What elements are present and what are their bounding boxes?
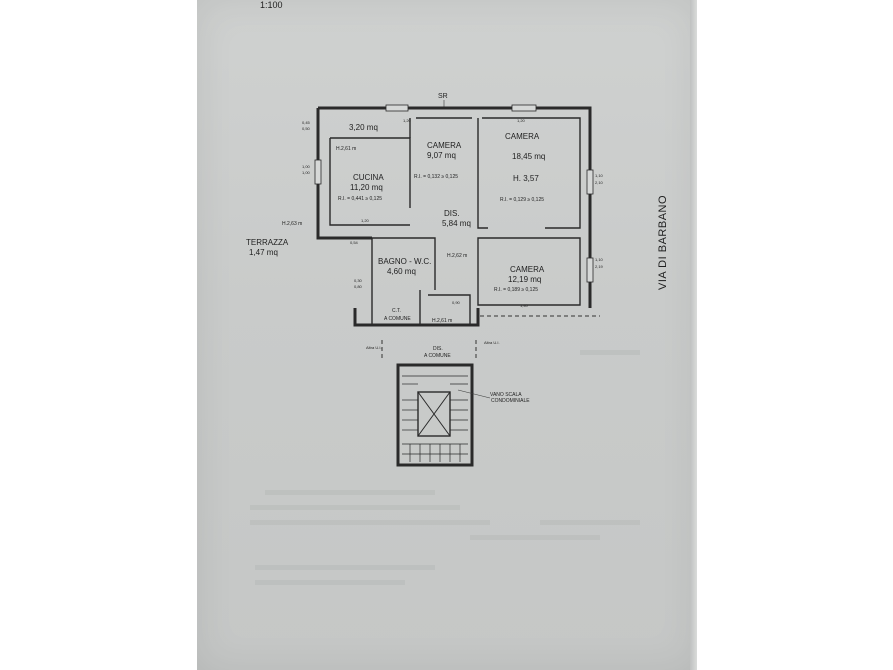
bagno-name: BAGNO - W.C.	[378, 257, 431, 266]
terrazza-height: H.2,63 m	[282, 221, 302, 227]
dim-045: 0,45	[302, 120, 311, 125]
bleed-through-text	[250, 350, 640, 585]
stair-core	[417, 391, 451, 437]
lower-outer-wall	[353, 308, 480, 327]
cucina-name: CUCINA	[353, 173, 384, 182]
dim-054: 0,54	[350, 240, 359, 245]
dim-110: 1,10	[595, 173, 604, 178]
top-wall-dim: 3,20 mq	[349, 123, 378, 132]
dim-100: 1,00	[302, 164, 311, 169]
window-right-1	[586, 169, 594, 195]
dim-090: 0,90	[452, 300, 461, 305]
camera-right-ri: R.I. = 0,189 ≥ 0,125	[494, 287, 538, 293]
altra-ui-left: Altra U.I.	[366, 345, 382, 350]
stair-steps	[402, 375, 468, 462]
window-right-2	[586, 257, 594, 283]
dis-area: 5,84 mq	[442, 219, 471, 228]
bagno-area: 4,60 mq	[387, 267, 416, 276]
ct-height: H.2,61 m	[432, 318, 452, 324]
camera-large-ri: R.I. = 0,129 ≥ 0,125	[500, 197, 544, 203]
outer-wall-top-right	[318, 106, 592, 308]
dim-120: 1,20	[403, 118, 412, 123]
ct-sub: A COMUNE	[384, 316, 411, 322]
dim-050: 0,50	[302, 126, 311, 131]
altra-ui-right: Altra U.I.	[484, 340, 500, 345]
window-top-1	[385, 104, 409, 112]
vano-leader	[457, 389, 491, 399]
terrazza-area: 1,47 mq	[249, 248, 278, 257]
vano-scala-line2: CONDOMINIALE	[491, 398, 530, 404]
cucina-area: 11,20 mq	[350, 183, 383, 192]
dim-110b: 1,10	[595, 257, 604, 262]
camera-large-name: CAMERA	[505, 132, 540, 141]
street-label: VIA DI BARBANO	[657, 195, 669, 290]
paper-edge	[690, 0, 697, 670]
bagno-wall	[372, 237, 436, 290]
dim-100b: 1,00	[302, 170, 311, 175]
dis-comune-name: DIS.	[433, 346, 443, 352]
stairwell-outline	[396, 363, 474, 467]
dis-name: DIS.	[444, 209, 460, 218]
terrazza-name: TERRAZZA	[246, 238, 289, 247]
dim-140: 1,40	[520, 303, 529, 308]
dim-080: 0,80	[354, 284, 363, 289]
vano-scala-line1: VANO SCALA	[490, 392, 522, 398]
camera-small-name: CAMERA	[427, 141, 462, 150]
dim-210: 2,10	[595, 180, 604, 185]
dim-120c: 1,20	[361, 218, 370, 223]
outer-wall-left	[316, 108, 372, 240]
stair-x-2	[417, 391, 451, 437]
compass-mark: SR	[438, 93, 448, 100]
camera-large-height: H. 3,57	[513, 174, 539, 183]
camera-right-area: 12,19 mq	[508, 275, 541, 284]
scale-text: 1:100	[260, 0, 283, 10]
bagno-height: H.2,62 m	[447, 253, 467, 259]
cucina-ri: R.I. = 0,441 ≥ 0,125	[338, 196, 382, 202]
camera-large-area: 18,45 mq	[512, 152, 545, 161]
window-top-2	[511, 104, 537, 112]
dim-219: 2,19	[595, 264, 604, 269]
camera-small-right-wall	[477, 118, 488, 229]
dis-comune-sub: A COMUNE	[424, 353, 451, 359]
camera-small-area: 9,07 mq	[427, 151, 456, 160]
cucina-height: H.2,61 m	[336, 146, 356, 152]
camera-small-ri: R.I. = 0,132 ≥ 0,125	[414, 174, 458, 180]
camera-right-wall	[477, 237, 581, 306]
camera-large-wall	[482, 117, 581, 229]
cucina-left-inner	[329, 138, 410, 226]
paper-sheet	[197, 0, 697, 670]
dim-030: 0,30	[354, 278, 363, 283]
camera-right-name: CAMERA	[510, 265, 545, 274]
ct-name: C.T.	[392, 308, 401, 314]
window-left	[314, 159, 322, 185]
dim-120b: 1,20	[517, 118, 526, 123]
